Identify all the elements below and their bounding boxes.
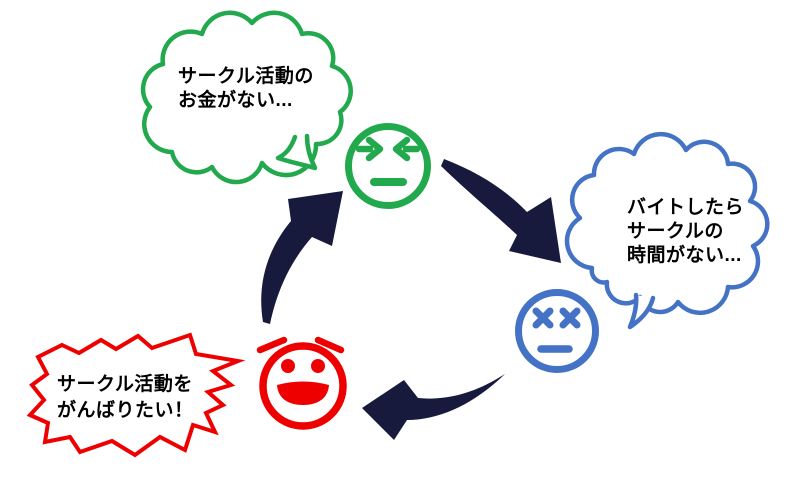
red-burst-bubble bbox=[26, 332, 246, 458]
bubble-text-line: がんばりたい！ bbox=[57, 400, 194, 421]
bubble-text-line: サークル活動を bbox=[57, 374, 193, 395]
blue-face bbox=[515, 289, 599, 373]
burst-outline bbox=[26, 332, 246, 458]
red-face bbox=[256, 336, 347, 430]
right-eyebrow bbox=[314, 336, 345, 354]
left-eye-icon bbox=[281, 359, 295, 373]
right-eye-icon bbox=[311, 359, 325, 373]
red-face-features bbox=[277, 359, 329, 405]
bubble-text-line: 時間がない... bbox=[627, 245, 742, 266]
blue-speech-bubble bbox=[564, 131, 770, 330]
arrow-red-to-green bbox=[261, 191, 343, 324]
right-squeezed-eye-icon bbox=[392, 136, 421, 162]
cycle-arrows bbox=[261, 159, 561, 440]
left-eyebrow bbox=[256, 336, 288, 354]
face-circle bbox=[345, 123, 431, 209]
arrow-blue-to-red bbox=[362, 374, 505, 440]
cloud-tail bbox=[627, 292, 656, 330]
bubble-text-line: サークルの bbox=[627, 221, 724, 242]
bubble-text-line: サークル活動の bbox=[178, 66, 314, 87]
grin-mouth bbox=[277, 381, 329, 405]
bubble-text-line: お金がない... bbox=[178, 90, 293, 111]
bubble-text-line: バイトしたら bbox=[627, 197, 745, 218]
green-speech-bubble bbox=[140, 10, 353, 185]
face-circle bbox=[515, 289, 599, 373]
green-face bbox=[345, 123, 431, 209]
green-bubble-text: サークル活動の お金がない... bbox=[178, 65, 314, 113]
right-x-eye-icon bbox=[559, 307, 581, 329]
red-bubble-text: サークル活動を がんばりたい！ bbox=[57, 372, 194, 424]
cloud-tail bbox=[275, 133, 318, 171]
blue-bubble-text: バイトしたら サークルの 時間がない... bbox=[627, 196, 744, 268]
left-x-eye-icon bbox=[532, 307, 554, 329]
left-squeezed-eye-icon bbox=[355, 136, 384, 162]
arrow-green-to-blue bbox=[441, 159, 561, 263]
